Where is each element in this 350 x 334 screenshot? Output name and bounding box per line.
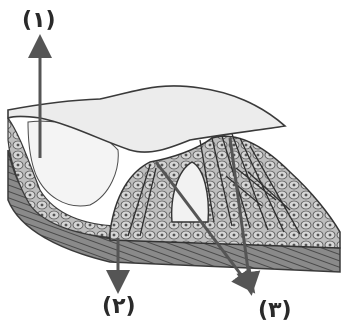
organ-of-corti (110, 136, 340, 248)
label-3: (٣) (258, 300, 292, 322)
label-2: (٢) (102, 296, 136, 318)
label-1: (١) (22, 10, 56, 32)
